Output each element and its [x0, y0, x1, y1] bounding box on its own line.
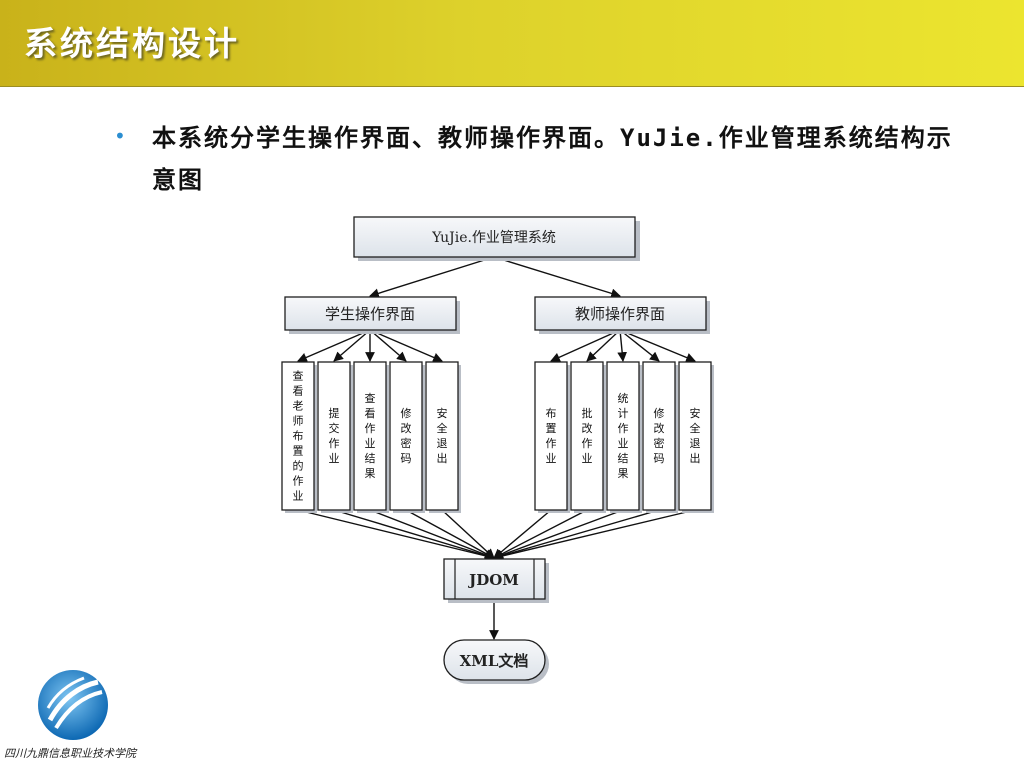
edge-arrow-6	[369, 329, 407, 362]
student-node: 学生操作界面	[284, 296, 460, 334]
edge-arrow-16	[405, 509, 495, 559]
teacher-item-box-1	[534, 361, 568, 511]
edge-arrow-8	[550, 329, 621, 362]
teacher-item-label-3: 统计作业结果	[618, 392, 629, 480]
student-item-box-1	[281, 361, 315, 511]
xml-node: XML文档	[443, 639, 549, 684]
student-item-box-2	[317, 361, 351, 511]
edge-arrow-7	[369, 329, 443, 363]
edge-arrow-2	[493, 256, 621, 299]
edge-arrow-4	[333, 329, 371, 362]
teacher-node: 教师操作界面	[534, 296, 710, 334]
school-logo-caption: 四川九鼎信息职业技术学院	[4, 747, 136, 760]
edge-arrow-14	[333, 509, 495, 561]
edge-arrow-3	[297, 329, 371, 363]
edge-arrow-20	[493, 509, 624, 560]
student-item-box-4	[389, 361, 423, 511]
student-item-label-5: 安全退出	[437, 406, 448, 465]
student-items: 查看老师布置的作业 提交作业 查看作业结果 修改密码 安全退出	[281, 361, 461, 513]
edge-arrow-13	[297, 509, 495, 561]
student-item-label-3: 查看作业结果	[365, 391, 376, 480]
teacher-item-label-1: 布置作业	[546, 407, 557, 465]
student-item-box-5	[425, 361, 459, 511]
edge-arrow-21	[493, 509, 660, 561]
xml-label: XML文档	[460, 652, 529, 670]
title-bar: 系统结构设计	[0, 0, 1024, 87]
jdom-label: JDOM	[467, 571, 519, 589]
student-item-label-4: 修改密码	[401, 406, 412, 465]
root-label: YuJie.作业管理系统	[431, 230, 556, 246]
student-item-label-2: 提交作业	[329, 407, 340, 465]
bullet-dot-icon: •	[114, 124, 126, 148]
root-node: YuJie.作业管理系统	[353, 216, 640, 261]
teacher-item-label-5: 安全退出	[690, 406, 701, 465]
edge-arrow-19	[493, 509, 588, 559]
edge-arrow-17	[441, 509, 495, 559]
student-item-label-1: 查看老师布置的作业	[293, 369, 304, 503]
teacher-label: 教师操作界面	[575, 305, 665, 323]
teacher-item-label-2: 批改作业	[582, 406, 593, 465]
edge-arrow-12	[619, 329, 696, 363]
teacher-item-label-4: 修改密码	[654, 406, 665, 465]
teacher-item-box-3	[606, 361, 640, 511]
teacher-item-box-4	[642, 361, 676, 511]
diagram-edges	[297, 256, 696, 640]
teacher-item-box-2	[570, 361, 604, 511]
edge-arrow-22	[493, 509, 696, 561]
edge-arrow-11	[619, 329, 660, 362]
student-item-box-3	[353, 361, 387, 511]
edge-arrow-10	[617, 329, 628, 362]
teacher-items: 布置作业 批改作业 统计作业结果 修改密码 安全退出	[534, 361, 714, 513]
school-logo-icon	[38, 670, 108, 740]
jdom-node: JDOM	[443, 558, 549, 603]
edge-arrow-15	[369, 509, 495, 560]
edge-arrow-9	[586, 329, 621, 362]
student-label: 学生操作界面	[325, 305, 415, 323]
teacher-item-box-5	[678, 361, 712, 511]
slide-title: 系统结构设计	[24, 24, 240, 63]
edge-arrow-1	[369, 256, 495, 299]
bullet-text: 本系统分学生操作界面、教师操作界面。YuJie.作业管理系统结构示意图	[152, 124, 953, 194]
